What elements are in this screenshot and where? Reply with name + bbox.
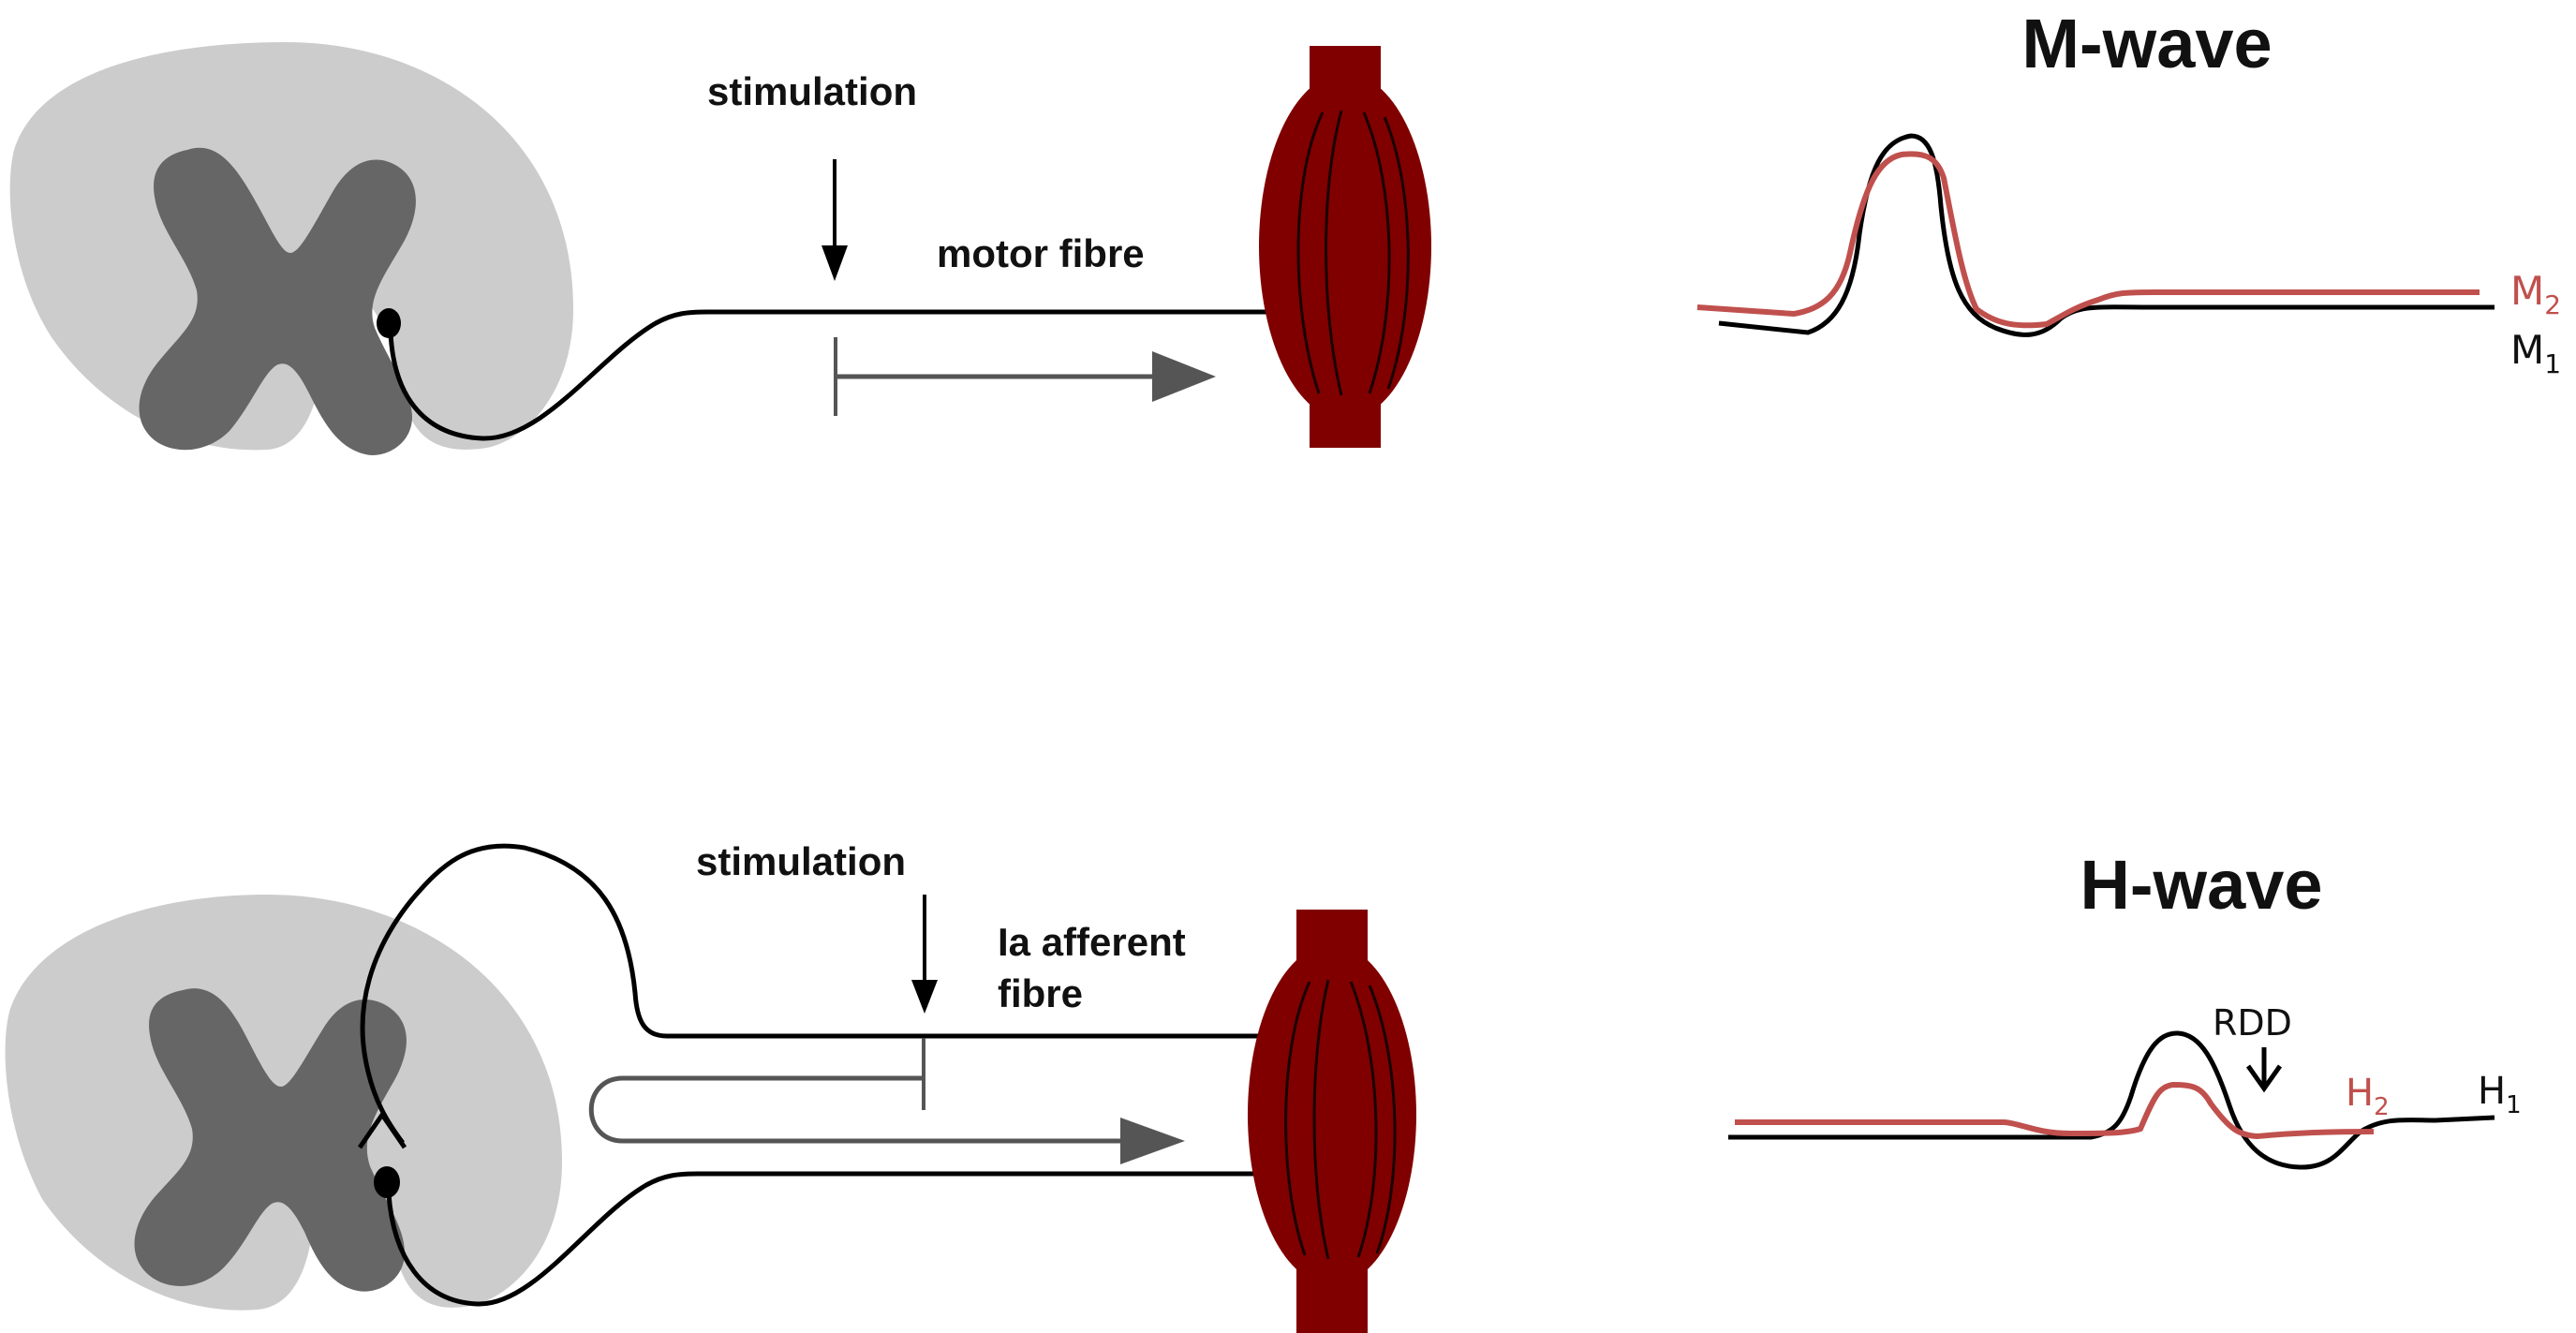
reflex-path-arrow-icon <box>588 1038 1185 1164</box>
ia-afferent-label: Ia afferent fibre <box>998 920 1196 1015</box>
rdd-label: RDD <box>2213 1002 2292 1044</box>
h-wave-panel: stimulation Ia afferent fibre H-wave RDD <box>5 839 2522 1333</box>
m-wave-traces <box>1696 133 2495 337</box>
m-wave-panel: stimulation motor fibre M-wave M2 M1 <box>9 5 2561 455</box>
stimulation-label: stimulation <box>707 69 917 113</box>
grey-matter <box>134 988 407 1292</box>
rdd-arrow-icon <box>2245 1047 2283 1093</box>
h-wave-title: H-wave <box>2080 846 2322 924</box>
trace-h2 <box>1735 1081 2375 1140</box>
white-matter <box>9 42 574 451</box>
ia-afferent-fibre <box>360 843 1330 1145</box>
motor-fibre-label: motor fibre <box>937 231 1145 275</box>
muscle-belly <box>1248 944 1416 1285</box>
spinal-cord-icon <box>9 42 574 455</box>
motor-neuron-soma <box>377 308 401 338</box>
spinal-cord-icon <box>5 895 562 1311</box>
motor-efferent-fibre <box>386 1171 1330 1307</box>
h-wave-traces <box>1728 1030 2495 1170</box>
conduction-arrow-icon <box>834 337 1216 416</box>
trace-m2-label: M2 <box>2510 268 2561 320</box>
motor-neuron-soma <box>374 1166 400 1198</box>
stimulation-arrow-icon <box>822 159 848 281</box>
trace-h2-label: H2 <box>2346 1072 2390 1121</box>
muscle-fibre-lines <box>1284 979 1397 1260</box>
trace-m1 <box>1718 133 2495 337</box>
muscle-fibre-lines <box>1296 110 1410 396</box>
synapse-icon <box>357 1110 407 1149</box>
trace-m1-label: M1 <box>2510 327 2561 379</box>
muscle-belly <box>1259 73 1431 420</box>
trace-m2 <box>1696 151 2480 329</box>
stimulation-arrow-icon <box>911 895 938 1014</box>
trace-h1-label: H1 <box>2478 1070 2522 1119</box>
m-wave-title: M-wave <box>2021 5 2272 82</box>
muscle-icon <box>1248 910 1416 1333</box>
stimulation-label: stimulation <box>696 839 906 883</box>
grey-matter <box>139 147 416 455</box>
motor-fibre-axon <box>388 309 1349 441</box>
muscle-icon <box>1259 46 1431 448</box>
